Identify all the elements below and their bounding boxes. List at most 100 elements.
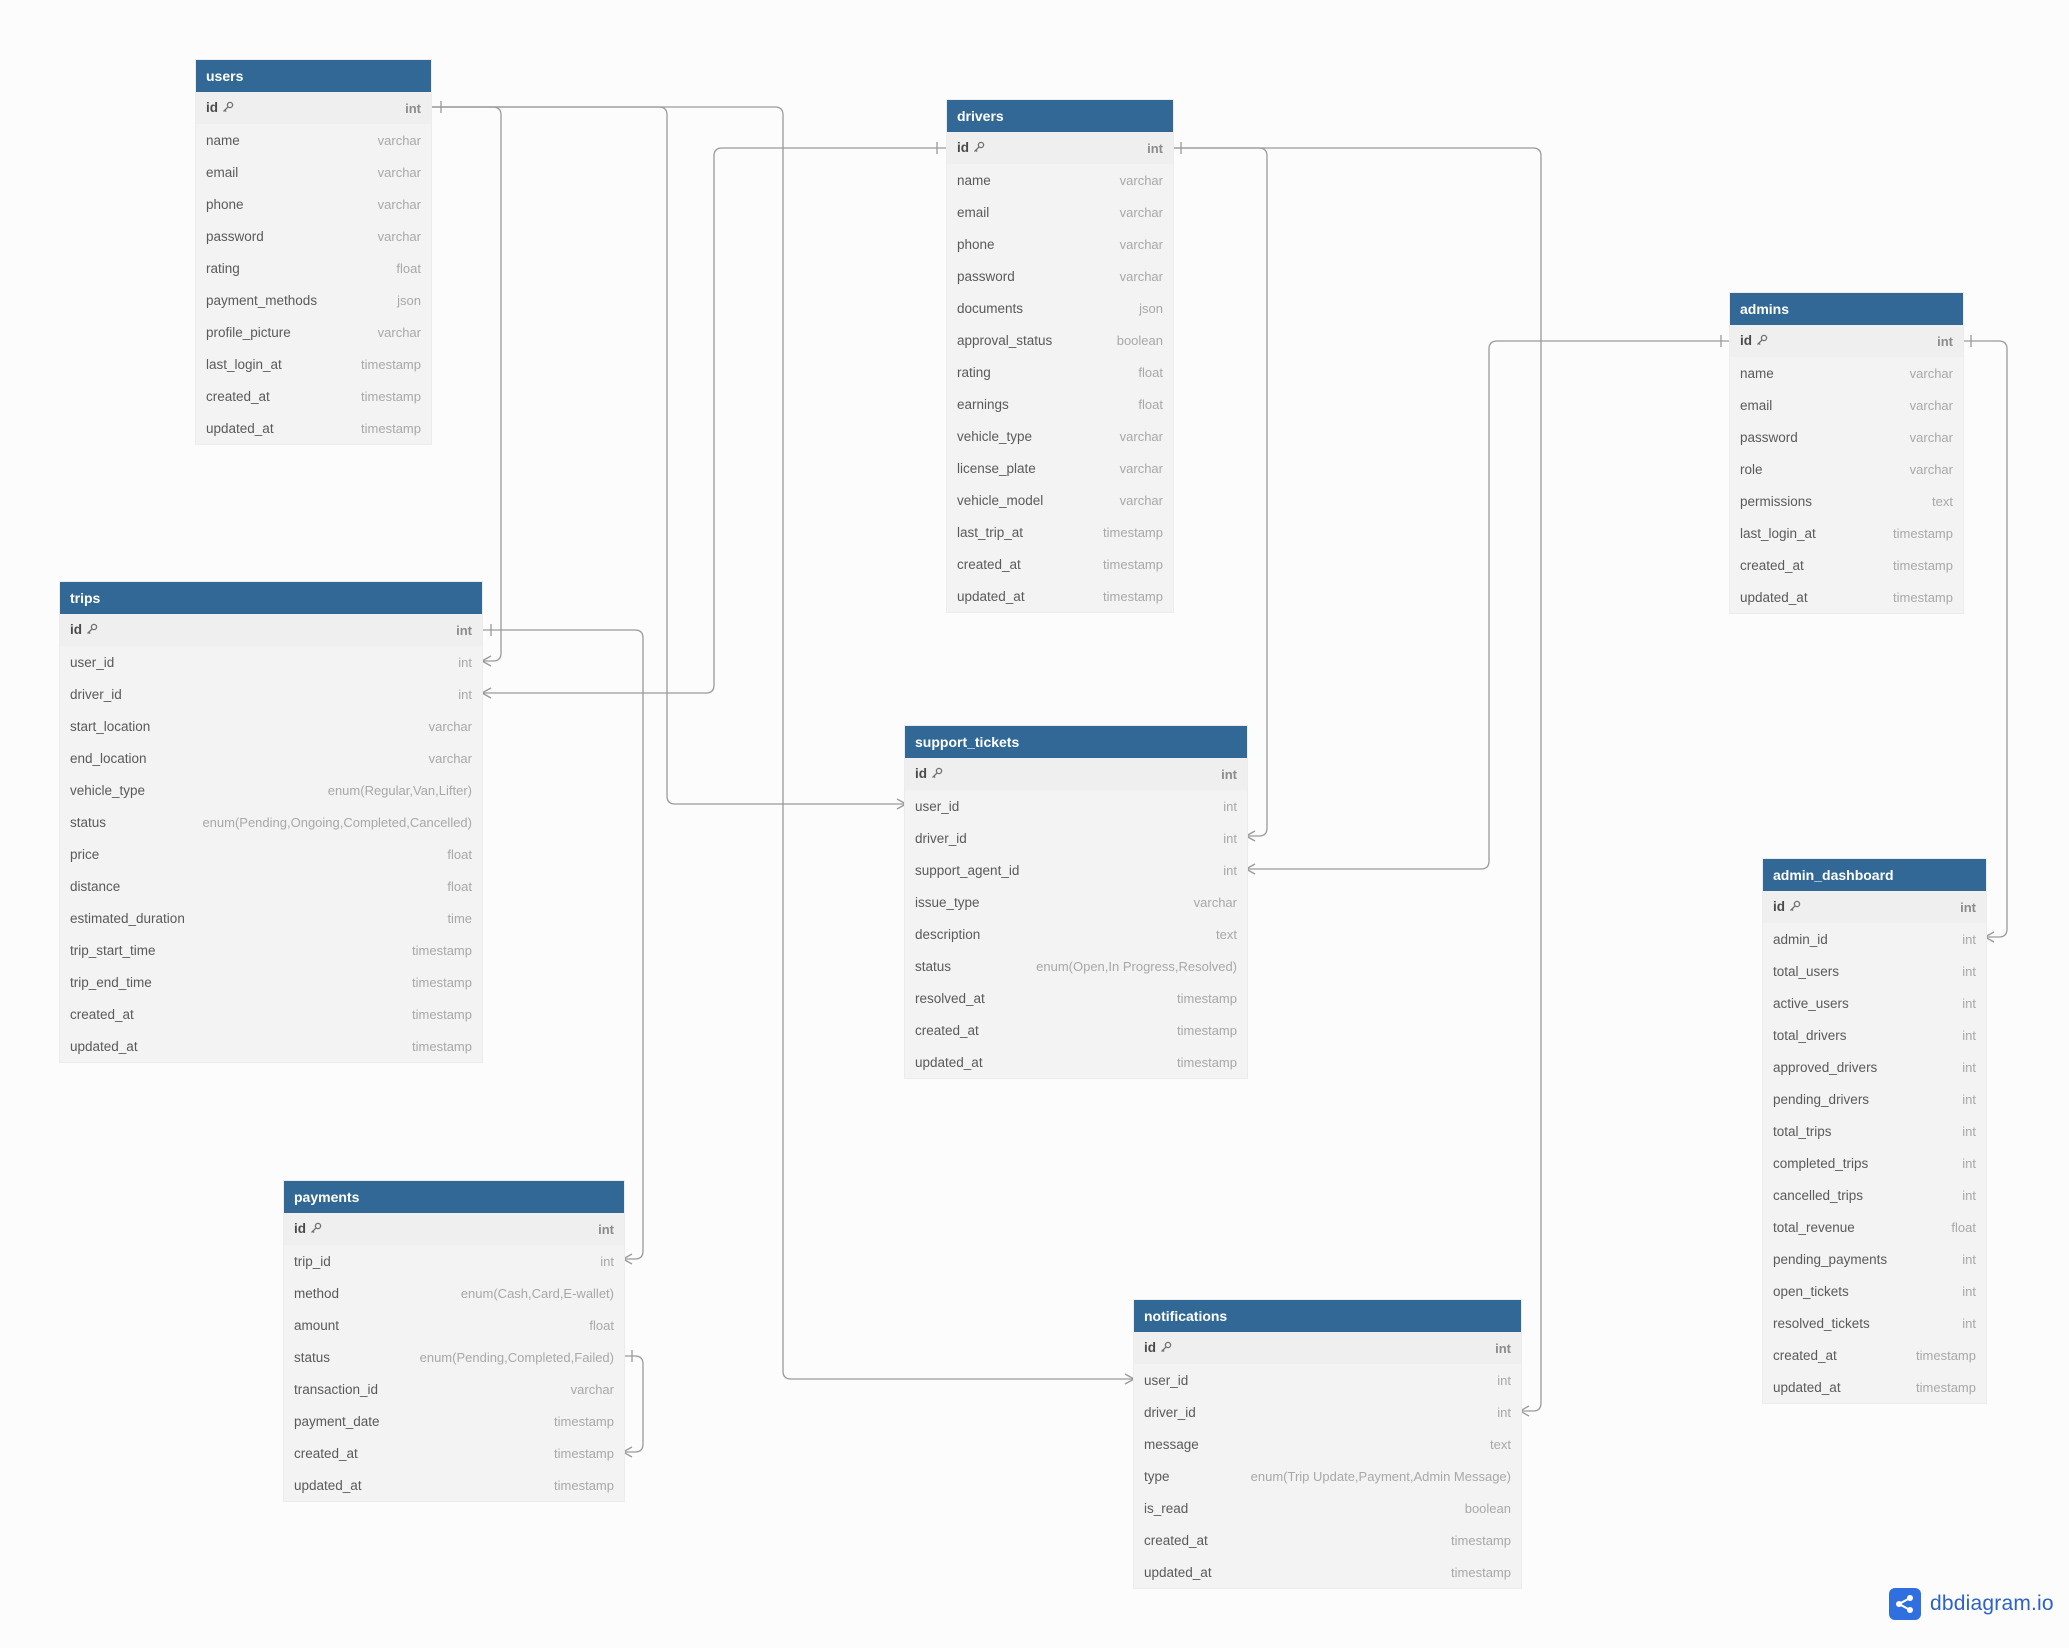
brand[interactable]: dbdiagram.io xyxy=(1889,1588,2054,1620)
table-header[interactable]: notifications xyxy=(1134,1300,1521,1332)
table-header[interactable]: drivers xyxy=(947,100,1173,132)
table-header[interactable]: trips xyxy=(60,582,482,614)
table-header[interactable]: payments xyxy=(284,1181,624,1213)
table-header[interactable]: support_tickets xyxy=(905,726,1247,758)
table-header[interactable]: admin_dashboard xyxy=(1763,859,1986,891)
table-header[interactable]: admins xyxy=(1730,293,1963,325)
table-header[interactable]: users xyxy=(196,60,431,92)
